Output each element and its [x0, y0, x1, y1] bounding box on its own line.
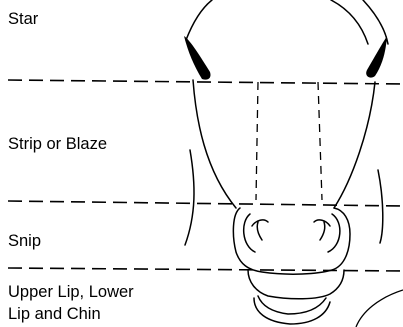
divider-star-strip: [8, 80, 403, 84]
right-cheek-line: [334, 82, 375, 208]
blaze-outline: [256, 82, 322, 200]
divider-strip-snip: [8, 201, 403, 206]
left-cheek-line: [193, 80, 236, 208]
muzzle: [233, 208, 350, 324]
muzzle-outline: [233, 208, 350, 274]
right-eye: [366, 36, 387, 78]
chin: [254, 298, 330, 324]
blaze-right-edge: [318, 82, 322, 200]
left-nostril: [244, 214, 268, 252]
forelock-curve: [331, 0, 368, 44]
right-nostril: [314, 214, 340, 252]
head-outline: [185, 0, 388, 245]
left-eye: [184, 36, 211, 80]
label-lip-line-2: Lip and Chin: [8, 303, 134, 325]
label-lip-line-1: Upper Lip, Lower: [8, 281, 134, 303]
zone-dividers: [8, 80, 403, 271]
corner-arc-decoration: [356, 290, 403, 327]
label-snip: Snip: [8, 230, 41, 252]
left-jaw-line: [185, 150, 194, 245]
label-star: Star: [8, 8, 38, 30]
eyes: [184, 36, 387, 80]
label-strip-or-blaze: Strip or Blaze: [8, 133, 107, 155]
right-ear-edge: [363, 0, 388, 44]
blaze-left-edge: [256, 82, 258, 200]
right-jaw-line: [378, 170, 383, 243]
left-ear-edge: [186, 0, 212, 40]
label-upper-lip-lower-lip-chin: Upper Lip, Lower Lip and Chin: [8, 281, 134, 325]
